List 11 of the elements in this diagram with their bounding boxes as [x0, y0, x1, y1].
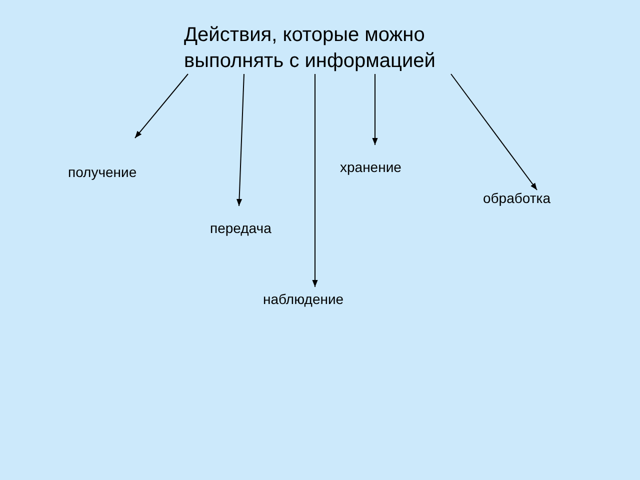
arrow [236, 74, 244, 206]
arrow [312, 74, 318, 288]
action-label: хранение [340, 145, 402, 175]
arrow [372, 74, 378, 146]
arrow [450, 74, 538, 190]
action-label: передача [210, 206, 272, 236]
action-label: получение [68, 138, 137, 180]
action-label: обработка [483, 190, 551, 206]
action-label: наблюдение [263, 287, 344, 307]
heading-text: Действия, которые можно выполнять с информацией [184, 22, 504, 74]
arrow [134, 74, 188, 138]
